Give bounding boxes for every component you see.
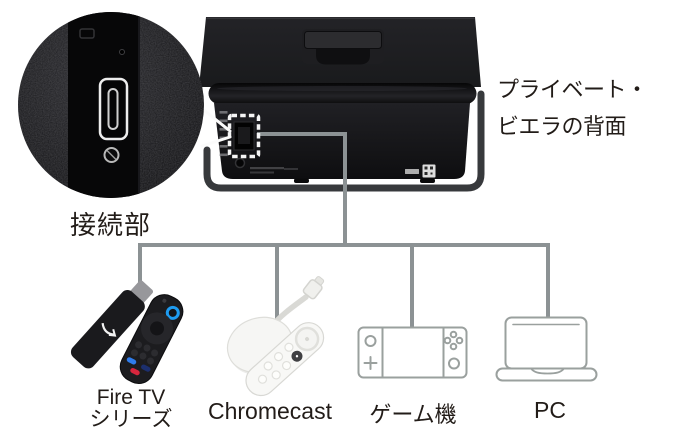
device-back-label: プライベート・ ビエラの背面 xyxy=(497,71,648,145)
connector-closeup-label: 接続部 xyxy=(70,210,152,240)
power-button xyxy=(234,157,246,169)
connection-lines xyxy=(138,132,550,329)
chromecast-label: Chromecast xyxy=(208,398,332,424)
viera-base xyxy=(214,103,470,179)
app-button-red xyxy=(130,367,140,376)
viera-back-illustration xyxy=(199,17,485,192)
hdmi-slot xyxy=(107,88,119,130)
strip-notch xyxy=(79,28,95,39)
fire-tv-label: Fire TV シリーズ xyxy=(73,387,189,431)
connector-closeup-circle xyxy=(18,12,204,198)
chromecast-hdmi-plug xyxy=(302,276,325,300)
fire-tv-label-line2: シリーズ xyxy=(89,408,173,431)
callout-wedge-lines xyxy=(198,105,232,148)
strip-hole xyxy=(119,49,125,55)
carry-handle xyxy=(302,29,384,65)
pc-label: PC xyxy=(534,397,566,423)
fire-tv-stick-photo xyxy=(70,280,184,385)
app-button-blue xyxy=(126,357,137,365)
hdmi-port-inner xyxy=(238,127,250,144)
chromecast-remote xyxy=(245,322,325,397)
base-foot xyxy=(420,178,435,183)
base-microtext xyxy=(250,167,298,174)
hinge-highlight xyxy=(217,85,467,92)
app-button-navy xyxy=(141,364,151,372)
base-foot xyxy=(294,178,309,183)
fire-tv-label-line1: Fire TV xyxy=(96,386,166,409)
qr-code-label xyxy=(405,164,436,178)
stick-body xyxy=(70,290,145,369)
hdmi-port-closeup xyxy=(98,77,129,141)
device-back-label-line2: ビエラの背面 xyxy=(497,114,627,139)
laptop-outline-icon xyxy=(495,316,598,382)
game-console-label: ゲーム機 xyxy=(369,402,457,427)
alexa-button xyxy=(165,305,180,320)
device-back-label-line1: プライベート・ xyxy=(497,77,648,102)
hdmi-callout xyxy=(198,105,261,159)
chromecast-photo xyxy=(226,276,325,397)
fire-tv-remote xyxy=(119,294,184,385)
game-console-outline-icon xyxy=(357,326,468,379)
